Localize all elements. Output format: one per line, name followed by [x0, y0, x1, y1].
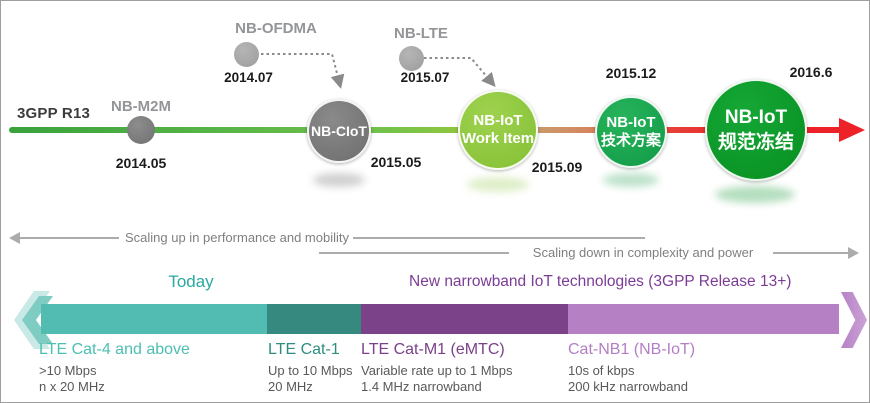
- category-cat4-title: LTE Cat-4 and above: [39, 341, 190, 358]
- milestone-work-item-date: 2015.09: [531, 159, 583, 175]
- category-nb1: Cat-NB1 (NB-IoT) 10s of kbps 200 kHz nar…: [568, 341, 695, 395]
- scaling-up-line-left: [18, 237, 119, 239]
- callout-nb-ofdma-label: NB-OFDMA: [235, 20, 317, 37]
- scaling-down-label: Scaling down in complexity and power: [532, 245, 754, 260]
- milestone-spec-freeze-line2: 规范冻结: [717, 132, 794, 153]
- new-tech-label: New narrowband IoT technologies (3GPP Re…: [409, 273, 792, 290]
- category-nb1-detail2: 200 kHz narrowband: [568, 379, 688, 394]
- scaling-up-label: Scaling up in performance and mobility: [124, 230, 349, 245]
- category-cat1-detail2: 20 MHz: [268, 379, 313, 394]
- milestone-nb-ciot-label: NB-CIoT: [311, 123, 367, 139]
- category-cat4-detail2: n x 20 MHz: [39, 379, 105, 394]
- reflection-work-item: [467, 177, 529, 192]
- today-label: Today: [168, 272, 214, 291]
- reflection-tech-plan: [603, 173, 659, 187]
- milestone-work-item-line2: Work Item: [461, 130, 535, 147]
- callout-nb-ofdma-date: 2014.07: [224, 70, 273, 85]
- callout-nb-lte-node-icon: [399, 46, 424, 71]
- banner-segment-cat1: [267, 304, 361, 334]
- milestone-tech-plan-circle: NB-IoT 技术方案: [595, 96, 667, 168]
- scaling-up-line-right: [353, 237, 645, 239]
- timeline-axis: [9, 127, 845, 133]
- category-nb1-title: Cat-NB1 (NB-IoT): [568, 341, 696, 358]
- milestone-nb-ciot-circle: NB-CIoT: [307, 99, 371, 163]
- banner-right-chevron-icon: [841, 292, 867, 348]
- milestone-tech-plan-line1: NB-IoT: [606, 114, 656, 131]
- category-cat1: LTE Cat-1 Up to 10 Mbps 20 MHz: [268, 341, 353, 395]
- category-cat4: LTE Cat-4 and above >10 Mbps n x 20 MHz: [39, 341, 190, 395]
- banner-segment-cat4: [41, 304, 267, 334]
- reflection-ciot: [313, 173, 365, 187]
- milestone-spec-freeze-date: 2016.6: [789, 64, 833, 80]
- category-cat1-title: LTE Cat-1: [268, 341, 340, 358]
- milestone-nb-m2m-node-icon: [127, 116, 155, 144]
- milestone-spec-freeze-circle: NB-IoT 规范冻结: [705, 79, 807, 181]
- scaling-down-line-right: [773, 252, 848, 254]
- scaling-down-line-left: [319, 252, 509, 254]
- category-nb1-detail1: 10s of kbps: [568, 363, 635, 378]
- milestone-work-item-circle: NB-IoT Work Item: [458, 90, 538, 170]
- scaling-up-arrowhead-icon: [9, 232, 20, 244]
- callout-nb-lte-label: NB-LTE: [394, 25, 448, 42]
- milestone-nb-ciot-date: 2015.05: [370, 154, 422, 170]
- milestone-tech-plan-line2: 技术方案: [600, 132, 661, 149]
- milestone-tech-plan-date: 2015.12: [605, 65, 657, 81]
- category-cat1-detail1: Up to 10 Mbps: [268, 363, 353, 378]
- category-catm1-title: LTE Cat-M1 (eMTC): [361, 341, 505, 358]
- timeline-arrowhead-icon: [839, 118, 865, 142]
- milestone-nb-m2m-date: 2014.05: [115, 155, 167, 171]
- category-catm1: LTE Cat-M1 (eMTC) Variable rate up to 1 …: [361, 341, 513, 395]
- category-catm1-detail2: 1.4 MHz narrowband: [361, 379, 482, 394]
- milestone-spec-freeze-line1: NB-IoT: [724, 107, 788, 128]
- callout-nb-lte-date: 2015.07: [400, 70, 450, 85]
- category-cat4-detail1: >10 Mbps: [39, 363, 97, 378]
- release-label: 3GPP R13: [17, 105, 91, 122]
- milestone-work-item-line1: NB-IoT: [473, 112, 523, 129]
- category-catm1-detail1: Variable rate up to 1 Mbps: [361, 363, 513, 378]
- scaling-down-arrowhead-icon: [848, 247, 859, 259]
- banner-segment-nb1: [568, 304, 839, 334]
- reflection-spec-freeze: [715, 186, 795, 203]
- callout-nb-ofdma-node-icon: [234, 42, 259, 67]
- banner-segment-catm1: [361, 304, 568, 334]
- milestone-nb-m2m-label: NB-M2M: [111, 98, 171, 115]
